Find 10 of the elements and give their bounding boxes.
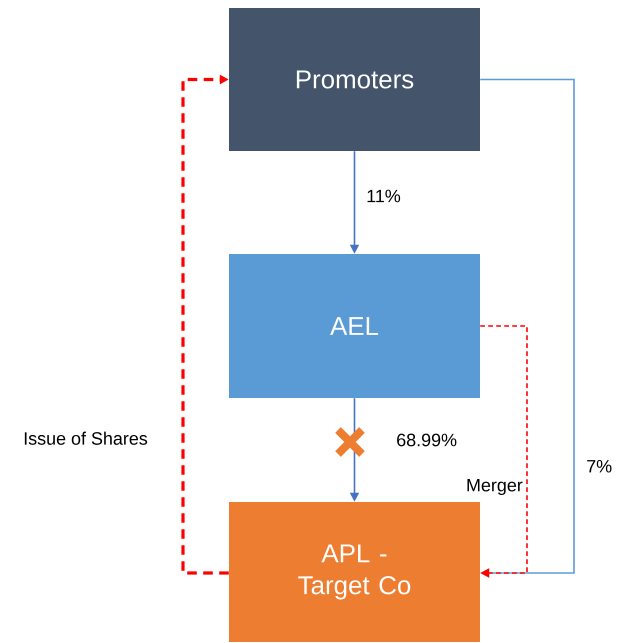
edge-label: Issue of Shares <box>22 430 149 446</box>
entity-box: AEL <box>229 254 480 398</box>
edge-label: 68.99% <box>395 432 458 448</box>
entity-box: APL - Target Co <box>229 502 480 642</box>
arrow <box>480 325 528 578</box>
arrow <box>181 74 229 575</box>
edge-label: Merger <box>465 478 524 496</box>
edge-label: 7% <box>585 458 614 474</box>
entity-box: Promoters <box>229 8 480 151</box>
edge-label: 11% <box>365 188 402 204</box>
